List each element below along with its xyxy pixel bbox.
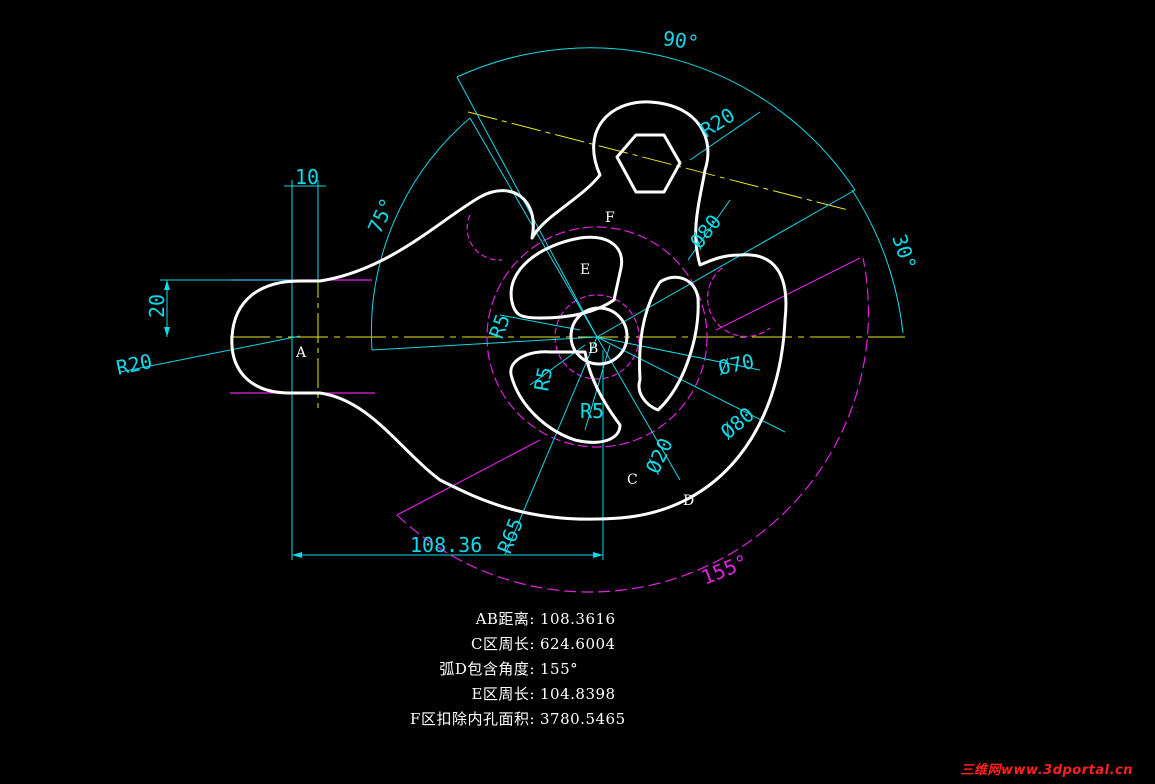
dim-r20-left: R20: [114, 349, 154, 380]
arc-155: [396, 257, 870, 593]
dim-10: 10: [295, 165, 319, 189]
result-value: 3780.5465: [540, 710, 626, 728]
phi80-top-leader: [687, 199, 731, 261]
arc-155-end-leader: [715, 257, 861, 331]
r5-leader-a: [499, 314, 581, 331]
arc-155-start-leader: [396, 439, 541, 516]
result-label: AB距离:: [475, 610, 535, 628]
dim-ab-distance: 108.36: [410, 533, 482, 557]
lower-slot: [509, 350, 622, 444]
dim-phi80-top: Ø80: [685, 210, 726, 253]
dim-angle-30: 30°: [887, 231, 921, 273]
dim-r5-c: R5: [580, 399, 604, 423]
dim-20: 20: [145, 294, 169, 318]
phi80-leader: [596, 336, 786, 433]
watermark: 三维网www.3dportal.cn: [960, 763, 1133, 778]
result-row-d: 弧D包含角度: 155°: [370, 657, 670, 682]
label-d: D: [683, 493, 694, 509]
arc-right-lobe: [706, 267, 771, 338]
centerlines: [230, 111, 905, 408]
dim-angle-75: 75°: [363, 194, 400, 237]
result-value: 108.3616: [540, 610, 616, 628]
hex-hole: [615, 133, 682, 194]
r65-leader: [504, 336, 598, 556]
dim-phi20: Ø20: [641, 434, 678, 477]
label-b: B: [588, 341, 598, 357]
arc-75: [370, 117, 471, 351]
center-hole: [569, 306, 629, 366]
dim-r20-top: R20: [696, 103, 739, 142]
results-panel: AB距离: 108.3616 C区周长: 624.6004 弧D包含角度: 15…: [370, 607, 670, 732]
r20-left-leader: [119, 335, 301, 373]
label-e: E: [580, 262, 590, 278]
phi70-leader: [596, 336, 761, 371]
construction-lines: [230, 214, 870, 593]
label-a: A: [295, 345, 307, 361]
dim-angle-90: 90°: [661, 26, 700, 55]
dim-angle-155: 155°: [698, 549, 752, 589]
result-value: 155°: [540, 660, 579, 678]
arc-30: [851, 189, 904, 334]
dim-phi70: Ø70: [716, 349, 756, 380]
dim-r65: R65: [492, 514, 528, 556]
result-label: C区周长:: [470, 635, 535, 653]
result-label: F区扣除内孔面积:: [410, 710, 535, 728]
circle-phi20: [554, 294, 640, 380]
result-row-c: C区周长: 624.6004: [370, 632, 670, 657]
outer-profile: [230, 100, 788, 521]
arc-90: [456, 47, 856, 191]
r20-top-leader: [689, 111, 761, 161]
result-value: 104.8398: [540, 685, 616, 703]
result-label: E区周长:: [471, 685, 535, 703]
centerline-hex-diagonal: [467, 111, 849, 211]
label-f: F: [605, 210, 615, 226]
circle-phi80: [486, 226, 708, 448]
label-c: C: [627, 472, 638, 488]
dimension-texts: 10 20 R20 R20 Ø80 Ø70 Ø80 Ø20 R5 R5 R5 R…: [114, 26, 921, 589]
result-row-ab: AB距离: 108.3616: [370, 607, 670, 632]
point-labels: A B C D E F: [295, 210, 694, 509]
result-value: 624.6004: [540, 635, 616, 653]
result-row-f: F区扣除内孔面积: 3780.5465: [370, 707, 670, 732]
arc-left-lobe: [466, 214, 503, 261]
part-outline: [230, 100, 788, 521]
region-e-slot: [509, 235, 624, 320]
dim-r5-b: R5: [529, 365, 557, 393]
right-slot: [637, 275, 700, 412]
result-row-e: E区周长: 104.8398: [370, 682, 670, 707]
result-label: 弧D包含角度:: [439, 660, 535, 678]
